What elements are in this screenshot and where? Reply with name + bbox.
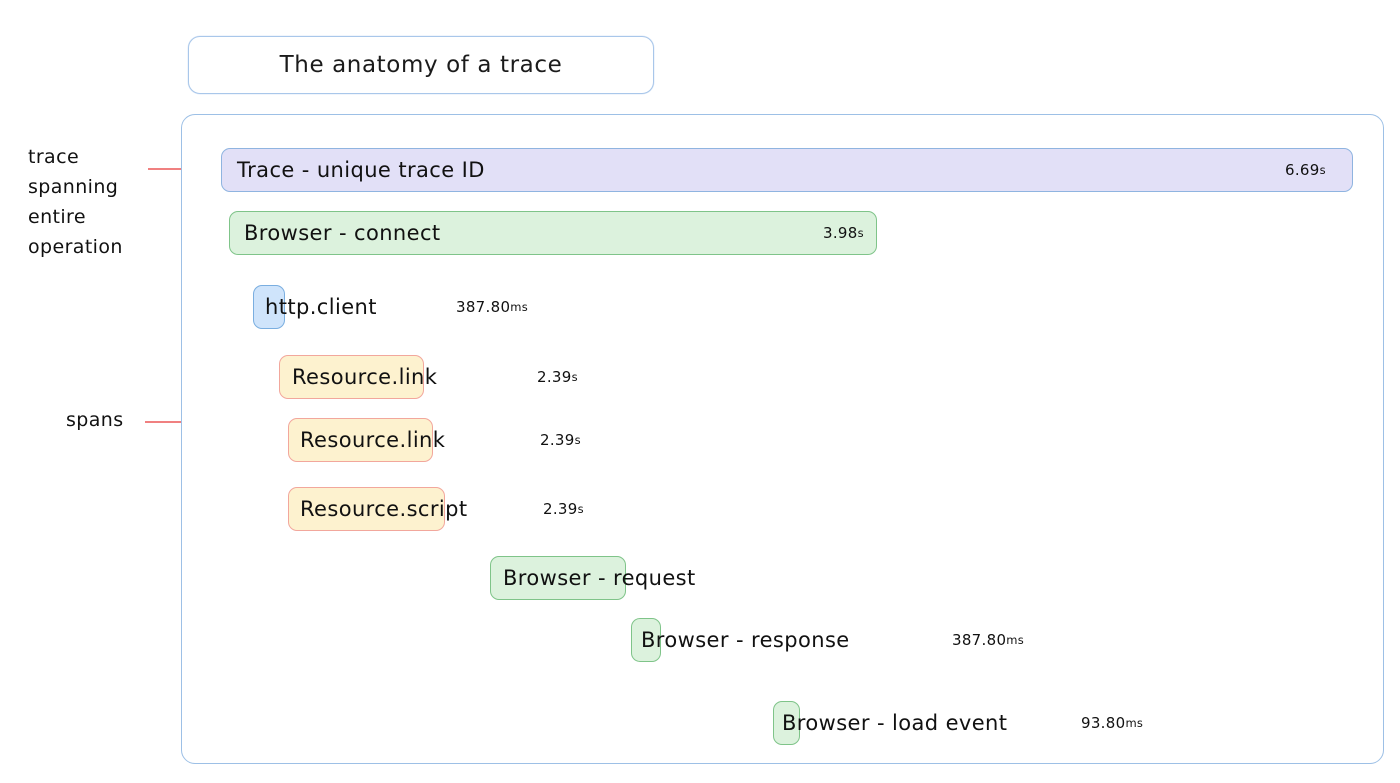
annotation-spans-label: spans (66, 409, 124, 431)
bar-browser-load-event[interactable] (773, 701, 800, 745)
label-resource-link-2: Resource.link (300, 428, 446, 452)
leader-line-spans-horizontal (145, 421, 211, 423)
label-trace: Trace - unique trace ID (237, 158, 485, 182)
label-browser-connect: Browser - connect (244, 221, 441, 245)
leader-line-trace-horizontal (148, 168, 206, 170)
bar-resource-link-2[interactable] (288, 418, 433, 462)
label-browser-request: Browser - request (503, 566, 696, 590)
label-browser-load-event: Browser - load event (782, 711, 1008, 735)
annotation-trace-label: trace spanning entire operation (28, 146, 123, 258)
bar-browser-connect[interactable] (229, 211, 877, 255)
bar-resource-script[interactable] (288, 487, 445, 531)
label-http-client: http.client (265, 295, 377, 319)
page-title: The anatomy of a trace (279, 52, 563, 78)
bar-browser-response[interactable] (631, 618, 661, 662)
bar-http-client[interactable] (253, 285, 285, 329)
bar-resource-link-1[interactable] (279, 355, 424, 399)
label-browser-response: Browser - response (641, 628, 850, 652)
bar-trace[interactable] (221, 148, 1353, 192)
row-browser-request: Browser - request (182, 556, 1383, 600)
title-card: The anatomy of a trace (188, 36, 654, 94)
bar-browser-request[interactable] (490, 556, 626, 600)
label-resource-script: Resource.script (300, 497, 468, 521)
label-resource-link-1: Resource.link (292, 365, 438, 389)
